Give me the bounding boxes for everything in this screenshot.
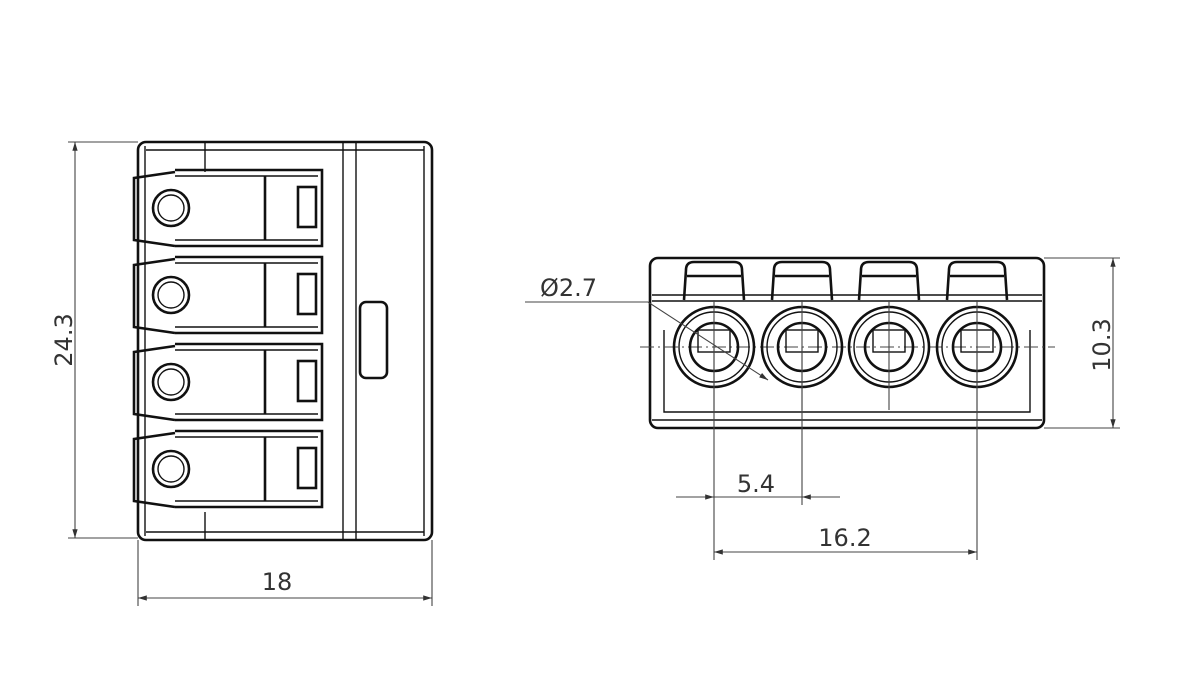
- span-dimension: 16.2: [714, 347, 978, 560]
- hole-diameter-dimension: Ø2.7: [525, 274, 769, 381]
- lever-hole-outer: [151, 275, 191, 315]
- wire-entry-holes: [672, 260, 1019, 410]
- lever-window: [296, 446, 318, 490]
- side-height-label: 24.3: [50, 313, 78, 366]
- lever-2: [132, 255, 324, 335]
- lever-tab: [132, 170, 176, 248]
- lever-tab: [132, 344, 176, 422]
- lever-tab: [132, 431, 176, 509]
- lever-1: [132, 168, 324, 248]
- front-height-label: 10.3: [1088, 318, 1116, 371]
- lever-hole-inner: [157, 281, 185, 309]
- lever-group: [132, 168, 324, 509]
- pitch-label: 5.4: [737, 470, 775, 498]
- side-width-dimension: 18: [137, 540, 433, 606]
- push-button: [770, 260, 834, 301]
- lever-frame: [175, 255, 324, 335]
- push-button: [682, 260, 746, 301]
- lever-hole-inner: [157, 194, 185, 222]
- lever-hole-inner: [157, 368, 185, 396]
- lever-window: [296, 272, 318, 316]
- lever-hole-inner: [157, 455, 185, 483]
- push-button: [857, 260, 921, 301]
- span-label: 16.2: [818, 524, 871, 552]
- side-latch-slot: [358, 300, 389, 380]
- lever-frame: [175, 429, 324, 509]
- lever-4: [132, 429, 324, 509]
- wire-hole-3: [847, 260, 931, 410]
- lever-hole-outer: [151, 449, 191, 489]
- front-body-outline: [648, 256, 1046, 430]
- lever-3: [132, 342, 324, 422]
- lever-frame: [175, 168, 324, 248]
- push-button: [945, 260, 1009, 301]
- lever-hole-outer: [151, 188, 191, 228]
- pitch-dimension: 5.4: [676, 347, 840, 560]
- side-body-outline: [136, 140, 434, 542]
- side-height-dimension: 24.3: [50, 141, 138, 539]
- lever-window: [296, 185, 318, 229]
- side-view: [132, 140, 434, 542]
- front-height-dimension: 10.3: [1044, 257, 1120, 429]
- lever-frame: [175, 342, 324, 422]
- hole-diameter-label: Ø2.7: [540, 274, 597, 302]
- lever-hole-outer: [151, 362, 191, 402]
- lever-tab: [132, 257, 176, 335]
- side-width-label: 18: [262, 568, 293, 596]
- lever-window: [296, 359, 318, 403]
- front-view: [640, 256, 1055, 430]
